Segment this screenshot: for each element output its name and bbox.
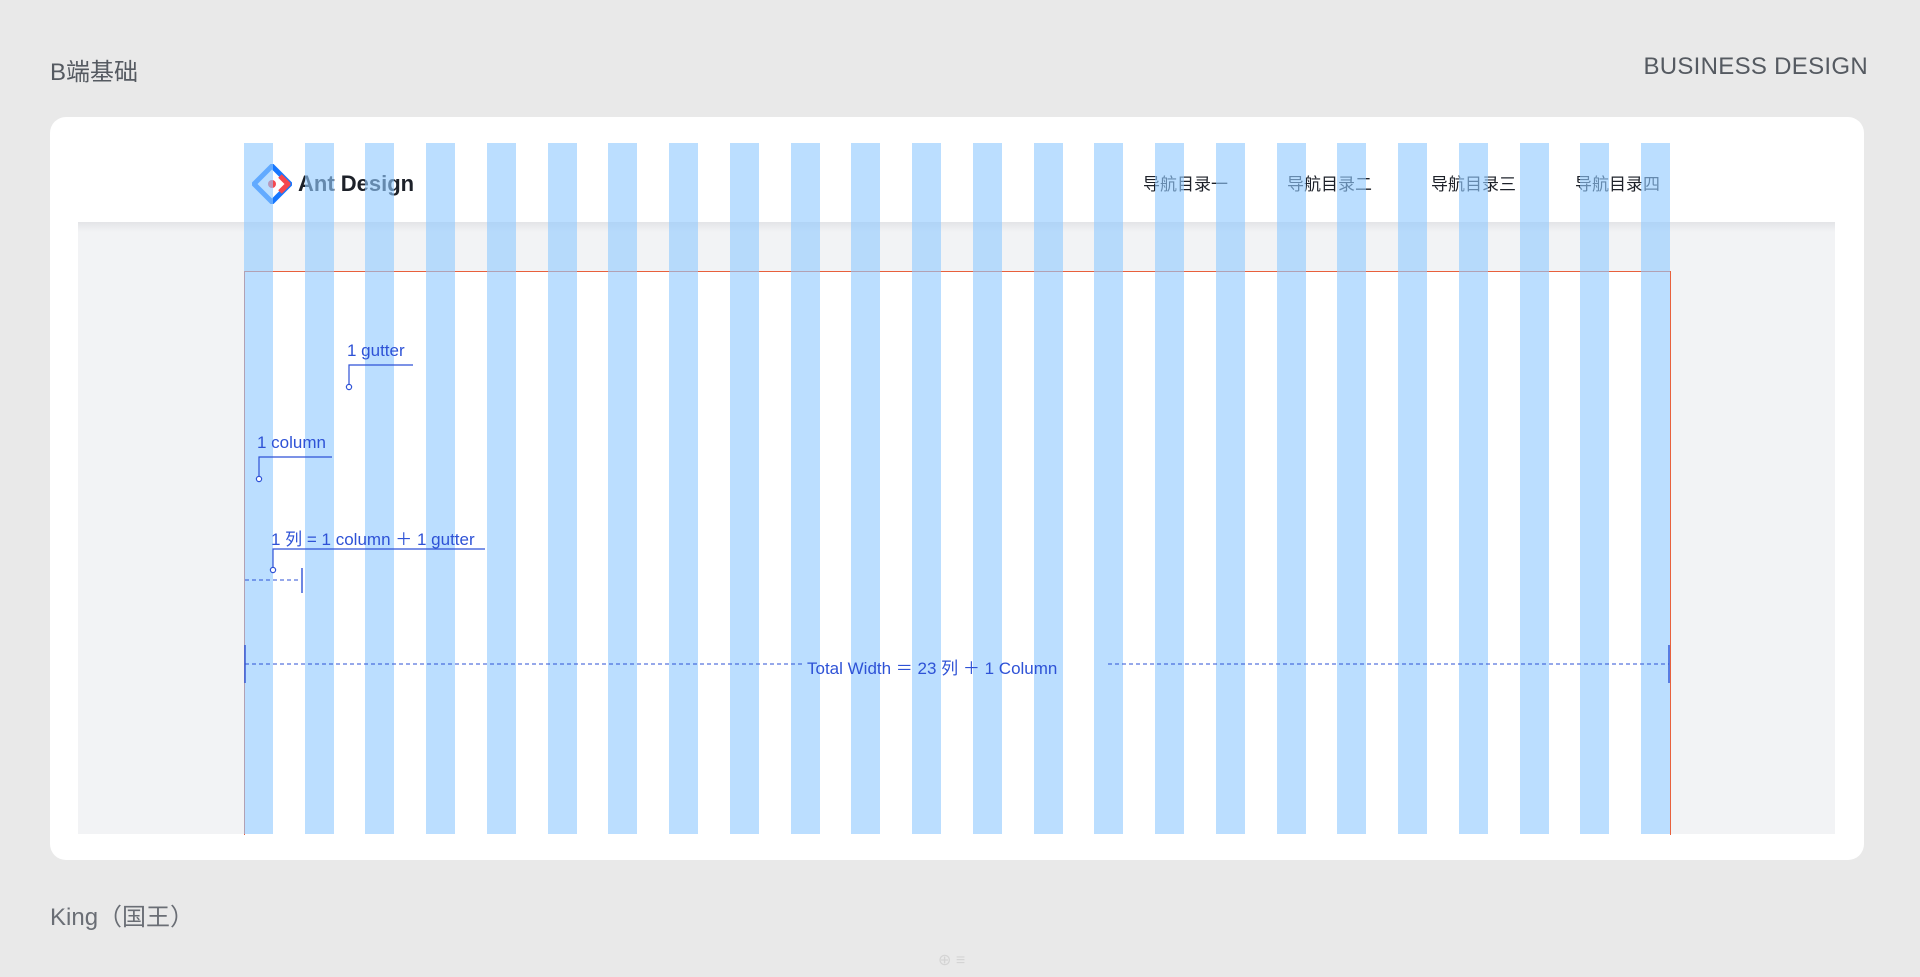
unit-formula-label: 1 列 = 1 column ＋ 1 gutter bbox=[271, 530, 475, 549]
nav-item-2[interactable]: 导航目录二 bbox=[1287, 175, 1372, 194]
ant-design-logo-icon bbox=[252, 164, 292, 204]
watermark: ⊕ ≡ bbox=[938, 952, 966, 969]
grid-demo-card: Ant Design 导航目录一 导航目录二 导航目录三 导航目录四 1 gut… bbox=[50, 117, 1864, 860]
page-title: B端基础 bbox=[50, 59, 139, 86]
brand-logo[interactable]: Ant Design bbox=[252, 164, 414, 204]
gutter-label: 1 gutter bbox=[347, 341, 405, 360]
section-label: BUSINESS DESIGN bbox=[1643, 53, 1868, 80]
total-width-label: Total Width ＝ 23 列 ＋ 1 Column bbox=[807, 659, 1058, 678]
column-label: 1 column bbox=[257, 433, 326, 452]
nav-item-4[interactable]: 导航目录四 bbox=[1575, 175, 1660, 194]
header-shadow bbox=[78, 222, 1835, 232]
nav-item-3[interactable]: 导航目录三 bbox=[1431, 175, 1516, 194]
author-label: King（国王） bbox=[50, 904, 195, 931]
content-area bbox=[244, 271, 1671, 835]
nav-item-1[interactable]: 导航目录一 bbox=[1143, 175, 1228, 194]
brand-name: Ant Design bbox=[298, 171, 415, 196]
